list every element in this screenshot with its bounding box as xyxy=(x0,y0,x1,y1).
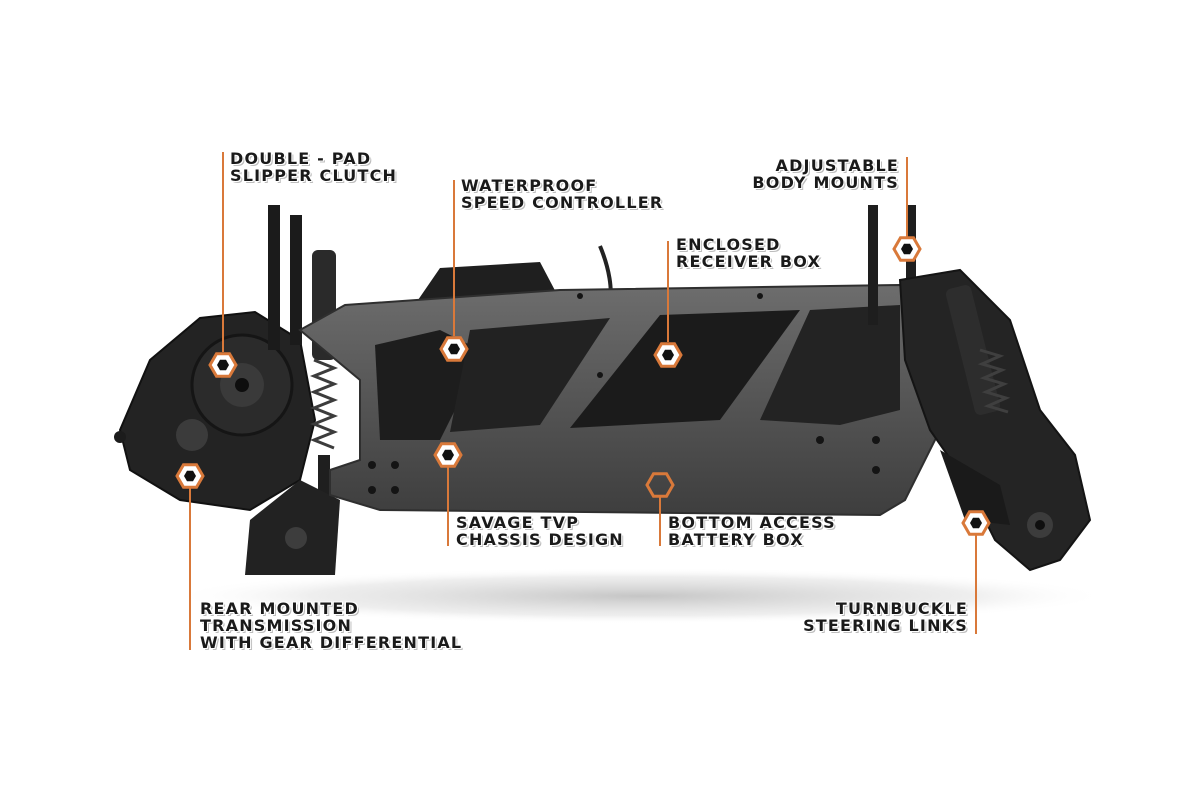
callout-line: SAVAGE TVP xyxy=(456,513,580,532)
hex-markers xyxy=(175,236,991,536)
hex-marker-bolt xyxy=(448,343,460,355)
callout-battery-box: BOTTOM ACCESS BATTERY BOX xyxy=(668,514,836,548)
hex-marker-outline xyxy=(645,472,675,498)
callout-slipper-clutch: DOUBLE - PAD SLIPPER CLUTCH xyxy=(230,150,397,184)
callout-line: CHASSIS DESIGN xyxy=(456,530,624,549)
rear-gearbox xyxy=(114,310,317,512)
leader-lines xyxy=(189,152,977,650)
chassis-plate xyxy=(298,283,941,517)
floor-shadow xyxy=(170,568,1110,624)
callout-line: TRANSMISSION xyxy=(200,616,353,635)
callout-line: WITH GEAR DIFFERENTIAL xyxy=(200,633,463,652)
callout-line: REAR MOUNTED xyxy=(200,599,359,618)
hex-marker-bolt xyxy=(901,243,913,255)
callout-receiver-box: ENCLOSED RECEIVER BOX xyxy=(676,236,821,270)
hex-marker-bolt xyxy=(970,517,982,529)
hex-marker-slipper-clutch xyxy=(208,352,238,378)
callout-line: BODY MOUNTS xyxy=(752,173,899,192)
callout-body-mounts: ADJUSTABLE BODY MOUNTS xyxy=(752,157,899,191)
callout-line: BOTTOM ACCESS xyxy=(668,513,836,532)
hex-marker-bolt xyxy=(442,449,454,461)
hex-marker-bolt xyxy=(662,349,674,361)
hex-marker-bolt xyxy=(184,470,196,482)
callout-line: SPEED CONTROLLER xyxy=(461,193,664,212)
callout-steering-links: TURNBUCKLE STEERING LINKS xyxy=(803,600,968,634)
callout-line: DOUBLE - PAD xyxy=(230,149,372,168)
callout-line: STEERING LINKS xyxy=(803,616,968,635)
callout-line: WATERPROOF xyxy=(461,176,598,195)
hex-marker-battery-box xyxy=(645,472,675,498)
callout-line: ADJUSTABLE xyxy=(775,156,899,175)
hex-marker-body-mounts xyxy=(892,236,922,262)
hex-marker-transmission xyxy=(175,463,205,489)
callout-line: BATTERY BOX xyxy=(668,530,804,549)
callout-line: SLIPPER CLUTCH xyxy=(230,166,398,185)
callout-line: ENCLOSED xyxy=(676,235,781,254)
callout-transmission: REAR MOUNTED TRANSMISSION WITH GEAR DIFF… xyxy=(200,600,462,651)
callout-speed-controller: WATERPROOF SPEED CONTROLLER xyxy=(461,177,663,211)
hex-marker-steering-links xyxy=(961,510,991,536)
hex-marker-bolt xyxy=(217,359,229,371)
callout-line: RECEIVER BOX xyxy=(676,252,822,271)
front-suspension xyxy=(868,205,1092,572)
callout-chassis-design: SAVAGE TVP CHASSIS DESIGN xyxy=(456,514,624,548)
hex-marker-chassis-design xyxy=(433,442,463,468)
callout-line: TURNBUCKLE xyxy=(835,599,968,618)
rear-shock xyxy=(245,205,340,575)
hex-marker-receiver-box xyxy=(653,342,683,368)
hex-marker-speed-controller xyxy=(439,336,469,362)
